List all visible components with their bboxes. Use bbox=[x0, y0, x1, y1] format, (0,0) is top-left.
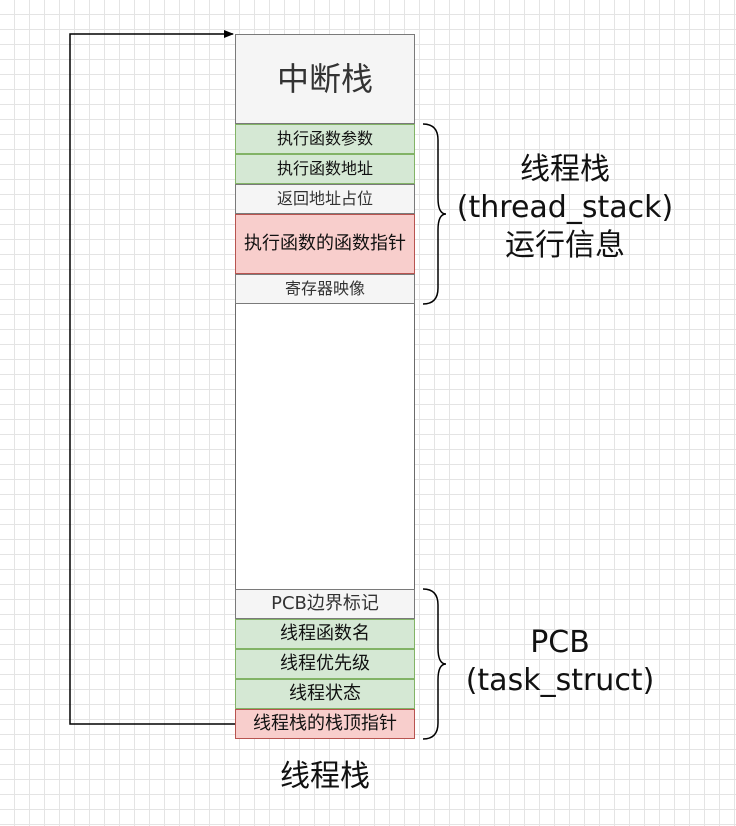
exec-function-address-cell: 执行函数地址 bbox=[235, 154, 415, 184]
exec-function-pointer-cell: 执行函数的函数指针 bbox=[235, 214, 415, 274]
thread-stack-label-line2: (thread_stack) bbox=[456, 190, 674, 225]
stack-top-pointer-arrow bbox=[69, 30, 235, 725]
thread-function-name-cell: 线程函数名 bbox=[235, 619, 415, 649]
thread-priority-cell: 线程优先级 bbox=[235, 649, 415, 679]
register-image-cell: 寄存器映像 bbox=[235, 274, 415, 304]
return-address-placeholder-cell: 返回地址占位 bbox=[235, 184, 415, 214]
thread-stack-top-pointer-cell: 线程栈的栈顶指针 bbox=[235, 709, 415, 739]
bottom-caption: 线程栈 bbox=[280, 759, 370, 794]
thread-status-cell: 线程状态 bbox=[235, 679, 415, 709]
exec-function-args-cell: 执行函数参数 bbox=[235, 124, 415, 154]
pcb-curly-brace bbox=[422, 588, 447, 740]
pcb-boundary-marker-cell: PCB边界标记 bbox=[235, 589, 415, 619]
pcb-label-line1: PCB bbox=[530, 625, 590, 660]
thread-stack-curly-brace bbox=[422, 123, 447, 305]
thread-stack-label-line3: 运行信息 bbox=[505, 228, 625, 263]
pcb-label: PCB (task_struct) bbox=[445, 624, 675, 700]
pcb-label-line2: (task_struct) bbox=[465, 663, 655, 698]
thread-stack-label-line1: 线程栈 bbox=[520, 152, 610, 187]
thread-stack-label: 线程栈 (thread_stack) 运行信息 bbox=[445, 151, 685, 265]
interrupt-stack-cell: 中断栈 bbox=[235, 34, 415, 124]
